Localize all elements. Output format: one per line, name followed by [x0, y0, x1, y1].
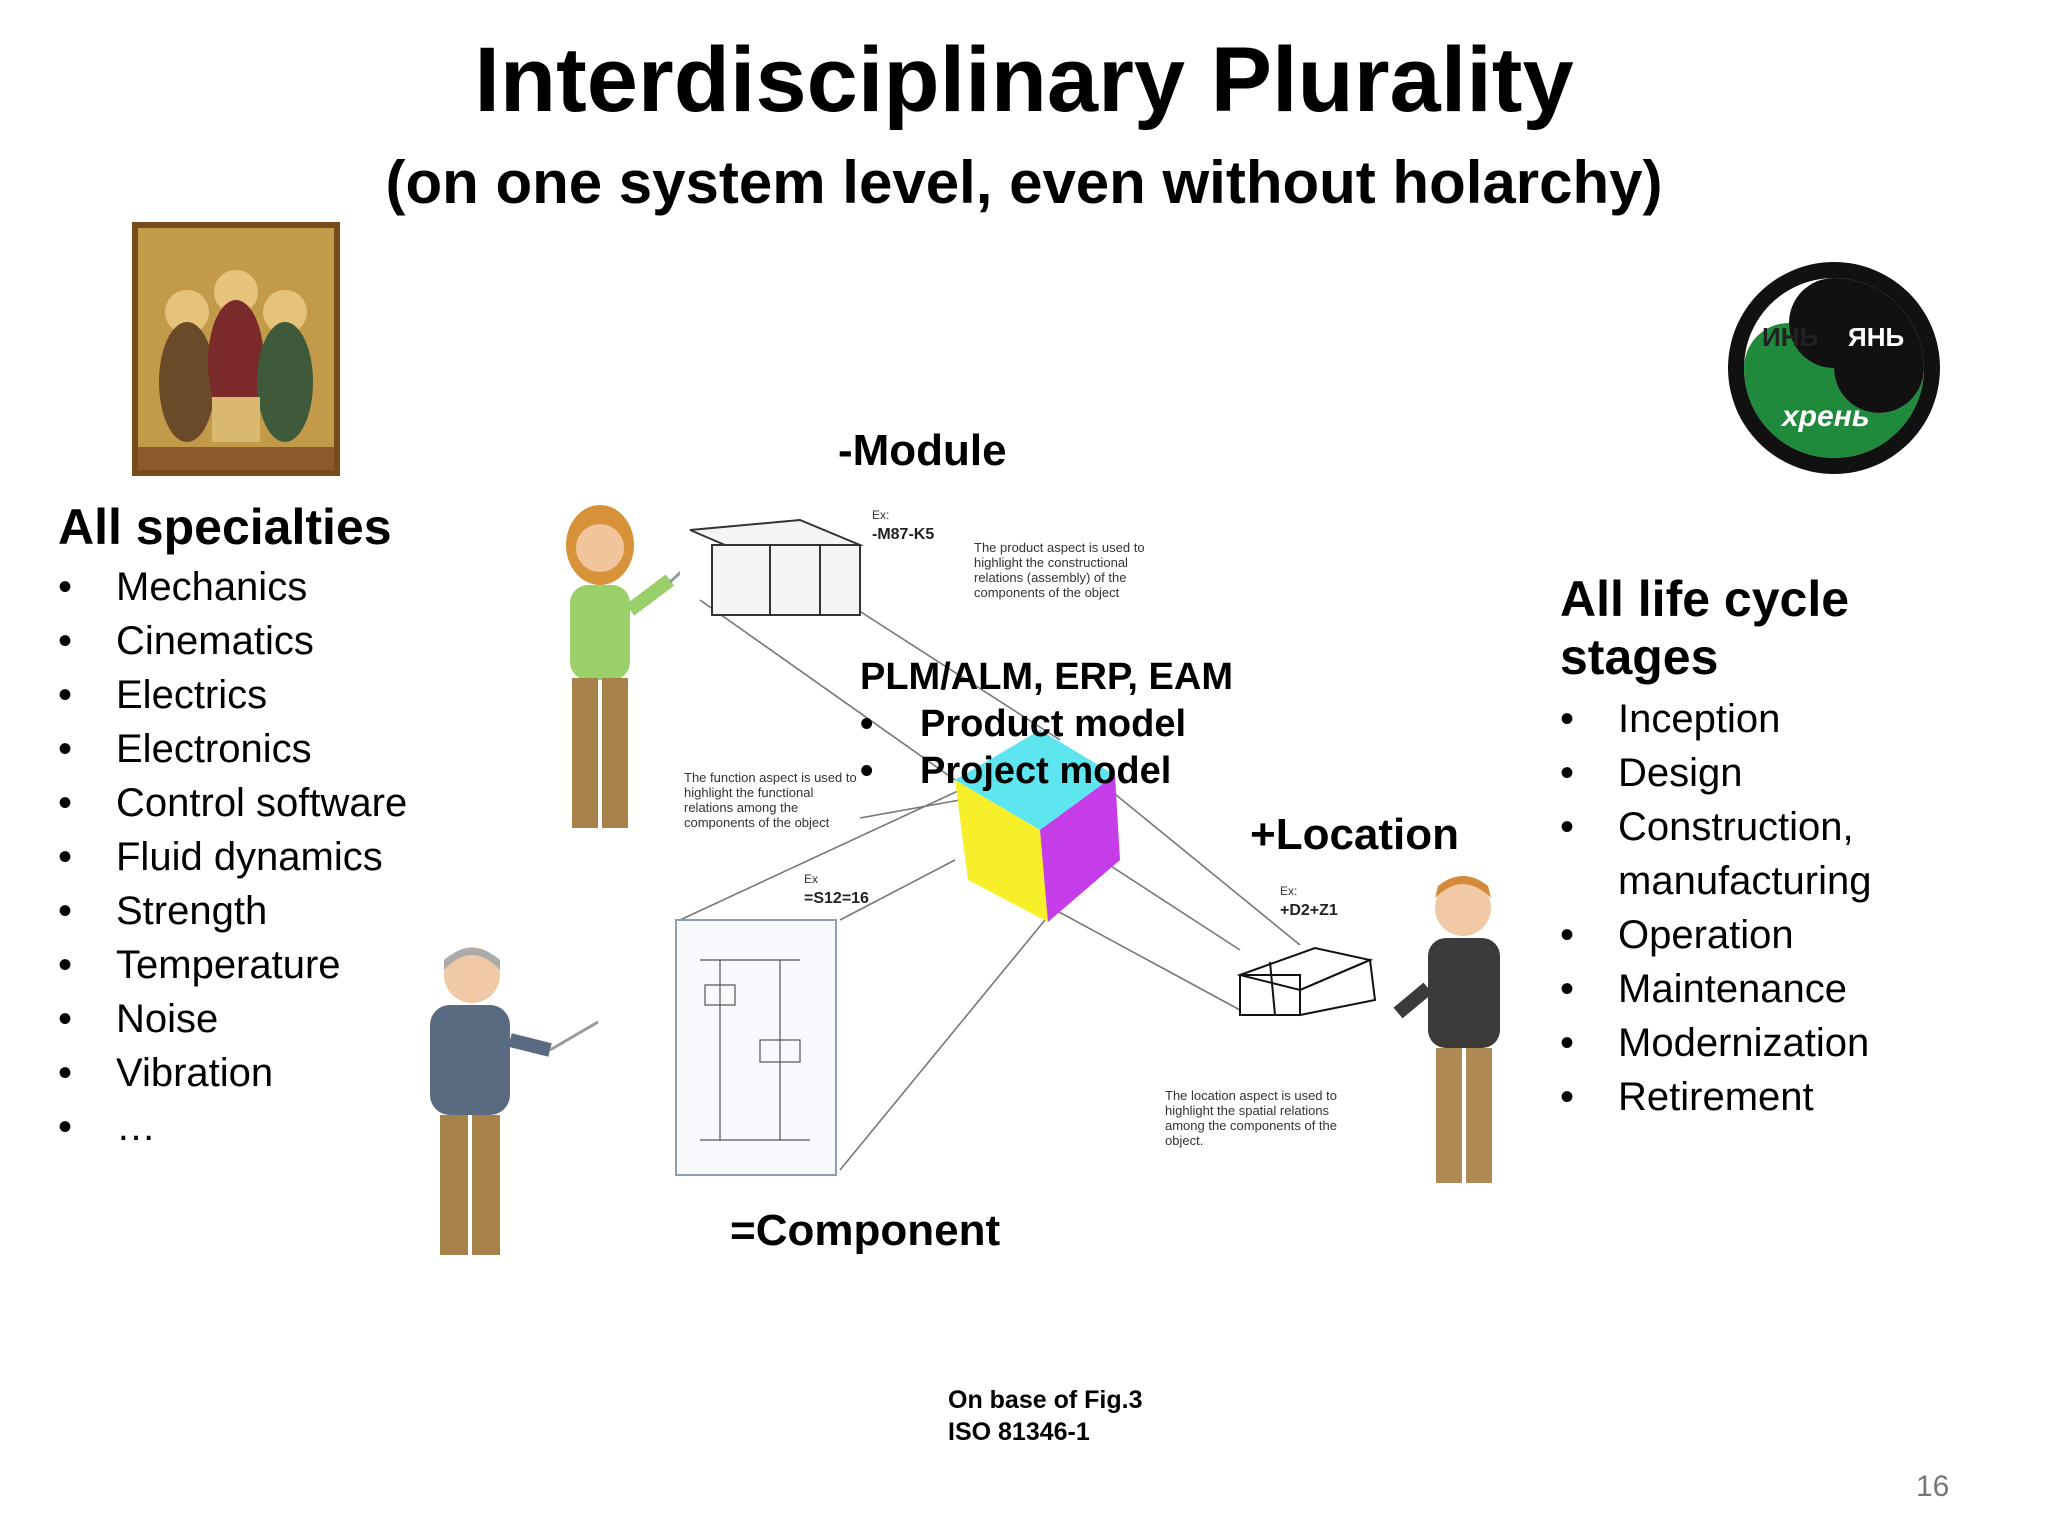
specialties-section: All specialties Mechanics Cinematics Ele…	[58, 498, 478, 1154]
list-item: Construction, manufacturing	[1560, 800, 1918, 908]
function-note: The function aspect is used to highlight…	[684, 770, 857, 830]
slide-title: Interdisciplinary Plurality	[474, 29, 1574, 131]
yin-yang-logo: ИНЬ ЯНЬ хрень	[1724, 258, 1944, 478]
function-ex: Ex	[804, 872, 819, 886]
module-code: -M87-K5	[872, 526, 935, 543]
list-item: Operation	[1560, 908, 2020, 962]
list-item: Electronics	[58, 722, 478, 776]
list-item: Noise	[58, 992, 478, 1046]
list-item: Control software	[58, 776, 478, 830]
list-item: Mechanics	[58, 560, 478, 614]
list-item: Vibration	[58, 1046, 478, 1100]
caption-line-1: On base of Fig.3	[948, 1386, 1143, 1414]
specialties-heading: All specialties	[58, 499, 392, 555]
specialties-list: Mechanics Cinematics Electrics Electroni…	[58, 560, 478, 1154]
component-label: =Component	[730, 1206, 1001, 1255]
list-item: Temperature	[58, 938, 478, 992]
logo-text-bottom: хрень	[1782, 400, 1870, 433]
logo-text-right: ЯНЬ	[1848, 322, 1905, 352]
module-note: The product aspect is used to highlight …	[974, 540, 1145, 600]
module-ex: Ex:	[872, 508, 890, 522]
list-item: …	[58, 1100, 478, 1154]
woman-presenter-figure	[540, 500, 707, 840]
location-note: The location aspect is used to highlight…	[1165, 1088, 1338, 1148]
list-item: Product model	[860, 701, 1320, 748]
location-code: +D2+Z1	[1280, 902, 1338, 919]
location-ex: Ex:	[1280, 884, 1298, 898]
figure-caption: On base of Fig.3 ISO 81346-1	[948, 1384, 1142, 1448]
slide-subtitle: (on one system level, even without holar…	[385, 149, 1663, 216]
list-item: Fluid dynamics	[58, 830, 478, 884]
lifecycle-heading: All life cycle stages	[1560, 571, 1850, 685]
caption-line-2: ISO 81346-1	[948, 1418, 1090, 1446]
page-number: 16	[1916, 1470, 1950, 1503]
function-code: =S12=16	[804, 890, 869, 907]
lifecycle-section: All life cycle stages Inception Design C…	[1560, 570, 2020, 1124]
list-item: Cinematics	[58, 614, 478, 668]
list-item: Strength	[58, 884, 478, 938]
list-item: Inception	[1560, 692, 2020, 746]
list-item: Design	[1560, 746, 2020, 800]
list-item: Project model	[860, 748, 1320, 795]
module-label: -Module	[838, 426, 1007, 475]
lifecycle-list: Inception Design Construction, manufactu…	[1560, 692, 2020, 1124]
logo-text-left: ИНЬ	[1762, 322, 1819, 352]
icon-painting-image	[132, 222, 340, 476]
list-item: Maintenance	[1560, 962, 2020, 1016]
list-item: Modernization	[1560, 1016, 2020, 1070]
center-list: Product model Project model	[860, 701, 1320, 795]
center-heading: PLM/ALM, ERP, EAM	[860, 656, 1233, 698]
location-label: +Location	[1250, 810, 1460, 859]
list-item: Electrics	[58, 668, 478, 722]
list-item: Retirement	[1560, 1070, 2020, 1124]
man-presenter-figure	[400, 940, 600, 1270]
center-text: PLM/ALM, ERP, EAM Product model Project …	[860, 654, 1320, 795]
young-man-figure	[1388, 868, 1538, 1198]
